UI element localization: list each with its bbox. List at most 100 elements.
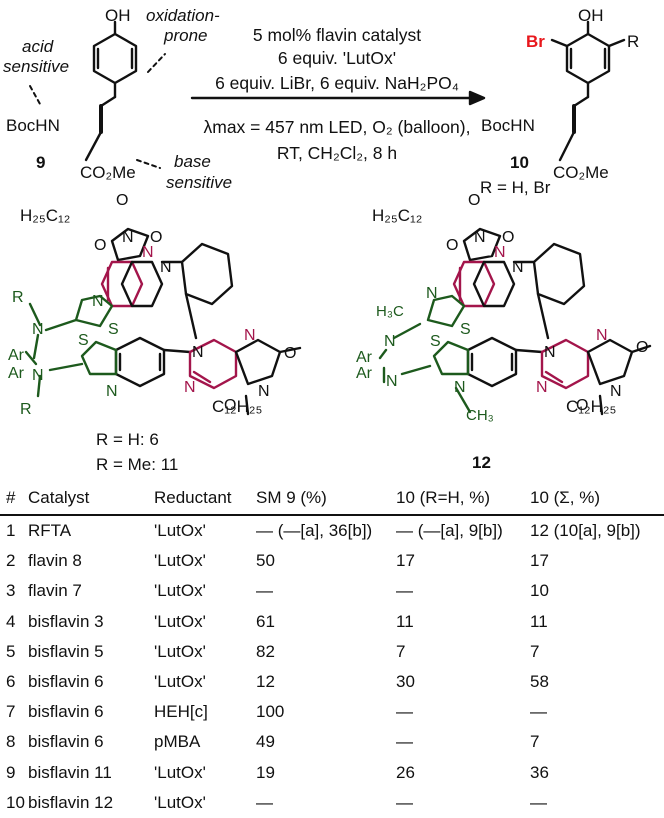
acid-annotation-2: sensitive [3,57,69,76]
cell-product-h: — [396,581,413,601]
cell-product-sum: 7 [530,641,540,661]
product-r-definition: R = H, Br [480,178,551,197]
cell-sm: — [256,792,273,812]
results-table-container: # Catalyst Reductant SM 9 (%) 10 (R=H, %… [0,486,664,818]
cell-index: 4 [6,611,16,631]
svg-text:S: S [108,321,119,338]
cell-sm: 61 [256,611,275,631]
product-compound-number: 10 [510,153,529,172]
svg-text:N: N [244,327,256,344]
acid-annotation-1: acid [22,37,54,56]
methyl-top-label: H₃C [376,303,404,320]
svg-text:N: N [536,379,548,396]
cell-sm: — [256,581,273,601]
right-catalyst-structure [378,227,652,416]
right-top-chain: H₂₅C₁₂ [372,206,422,225]
cell-index: 10 [6,792,25,812]
cell-product-sum: — [530,792,547,812]
base-annotation-2: sensitive [166,173,232,192]
cell-catalyst: bisflavin 12 [28,792,114,812]
svg-text:N: N [426,285,438,302]
table-row: 2 flavin 8 'LutOx' 50 17 17 [0,546,664,576]
reaction-scheme: OH BocHN CO₂Me 9 oxidation- prone acid s… [3,6,652,474]
sm-boc-label: BocHN [6,116,60,135]
condition-line-2: 6 equiv. 'LutOx' [278,48,396,68]
cell-product-sum: 10 [530,581,549,601]
cell-sm: 49 [256,732,275,752]
sm-compound-number: 9 [36,153,45,172]
header-index: # [6,488,16,507]
cell-product-h: 11 [396,611,414,631]
header-sm: SM 9 (%) [256,488,327,507]
cell-catalyst: bisflavin 5 [28,641,104,661]
table-row: 8 bisflavin 6 pMBA 49 — 7 [0,727,664,757]
svg-text:O: O [576,397,588,414]
cell-product-h: — [396,702,413,722]
cell-product-h: 17 [396,551,415,571]
cell-reductant: 'LutOx' [154,551,206,571]
svg-text:S: S [460,321,471,338]
sensitivity-markers [29,53,166,169]
svg-text:R: R [20,401,32,418]
cell-index: 1 [6,521,16,541]
left-catalyst-structure [24,227,302,416]
table-row: 6 bisflavin 6 'LutOx' 12 30 58 [0,667,664,697]
svg-text:N: N [142,244,154,261]
table-header-row: # Catalyst Reductant SM 9 (%) 10 (R=H, %… [0,486,664,515]
header-reductant: Reductant [154,488,232,507]
catalyst-12-label: 12 [472,453,491,472]
svg-text:N: N [494,244,506,261]
svg-text:Ar: Ar [356,349,373,366]
catalyst-6-label: R = H: 6 [96,430,159,449]
table-row: 4 bisflavin 3 'LutOx' 61 11 11 [0,607,664,637]
cell-product-h: — (—[a], 9[b]) [396,521,503,541]
product-boc-label: BocHN [481,116,535,135]
cell-catalyst: bisflavin 3 [28,611,104,631]
svg-text:N: N [92,293,104,310]
condition-line-1: 5 mol% flavin catalyst [253,25,421,45]
results-table: # Catalyst Reductant SM 9 (%) 10 (R=H, %… [0,486,664,818]
cell-index: 2 [6,551,16,571]
right-bottom-chain: C₁₂H₂₅ [566,397,616,416]
atom-labels: N O O N N N R N Ar S N S Ar N R N N N O … [8,192,648,424]
svg-text:N: N [596,327,608,344]
cell-product-h: — [396,732,413,752]
svg-text:Ar: Ar [8,347,25,364]
svg-text:N: N [454,379,466,396]
condition-line-3: 6 equiv. LiBr, 6 equiv. NaH₂PO₄ [215,73,459,93]
cell-reductant: HEH[c] [154,702,208,722]
cell-index: 5 [6,641,16,661]
cell-catalyst: bisflavin 11 [28,762,112,782]
svg-text:N: N [544,344,556,361]
cell-product-sum: — [530,702,547,722]
sm-oh-label: OH [105,6,131,25]
cell-reductant: 'LutOx' [154,581,206,601]
svg-text:N: N [512,259,524,276]
svg-text:O: O [94,237,106,254]
cell-sm: 12 [256,672,275,692]
svg-text:N: N [106,383,118,400]
cell-sm: — (—[a], 36[b]) [256,521,373,541]
svg-text:N: N [160,259,172,276]
cell-catalyst: flavin 7 [28,581,82,601]
svg-text:O: O [446,237,458,254]
table-row: 5 bisflavin 5 'LutOx' 82 7 7 [0,637,664,667]
table-row: 1 RFTA 'LutOx' — (—[a], 36[b]) — (—[a], … [0,515,664,546]
svg-text:S: S [78,332,89,349]
svg-text:R: R [12,289,24,306]
methyl-bottom-label: CH₃ [466,407,494,424]
cell-index: 8 [6,732,16,752]
svg-text:N: N [384,333,396,350]
svg-text:S: S [430,333,441,350]
svg-text:Ar: Ar [8,365,25,382]
left-top-chain: H₂₅C₁₂ [20,206,70,225]
cell-reductant: 'LutOx' [154,672,206,692]
header-product-h: 10 (R=H, %) [396,488,490,507]
sm-ester-label: CO₂Me [80,163,136,182]
svg-text:Ar: Ar [356,365,373,382]
cell-product-sum: 12 (10[a], 9[b]) [530,521,641,541]
svg-text:N: N [184,379,196,396]
cell-index: 3 [6,581,16,601]
svg-text:N: N [122,229,134,246]
svg-text:O: O [150,229,162,246]
